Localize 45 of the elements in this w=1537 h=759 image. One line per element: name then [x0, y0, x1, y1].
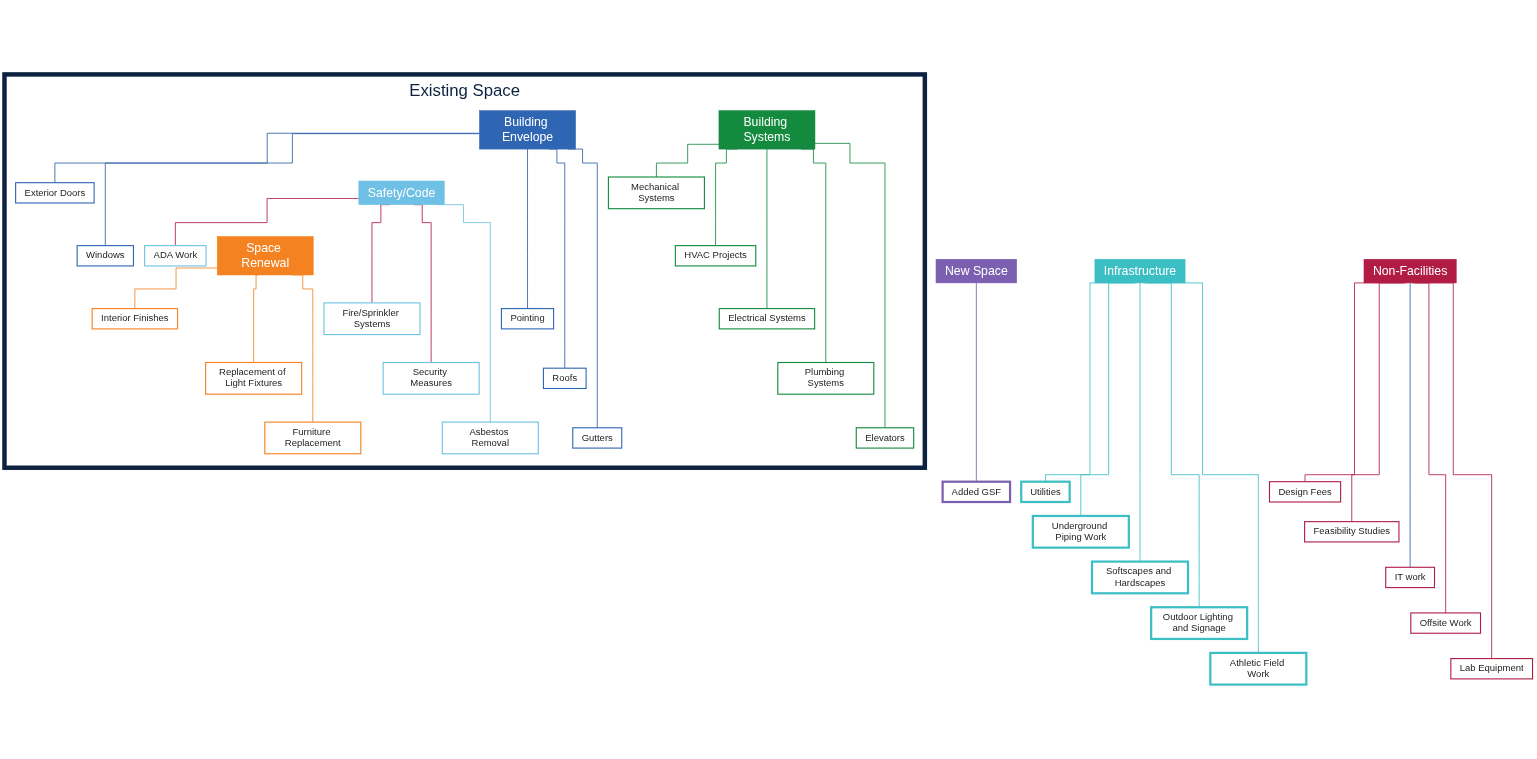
node-box: Design Fees	[1268, 481, 1342, 503]
node-box: Furniture Replacement	[264, 421, 362, 455]
connector	[104, 133, 480, 247]
node-box: Space Renewal	[216, 236, 314, 276]
node-box: Elevators	[855, 427, 915, 449]
node-box: Pointing	[500, 308, 555, 330]
node-box: Plumbing Systems	[777, 361, 875, 395]
node-box: Asbestos Removal	[441, 421, 539, 455]
node-box: Safety/Code	[358, 180, 445, 205]
node-box: Electrical Systems	[718, 308, 816, 330]
node-box: Windows	[76, 245, 135, 267]
node-box: HVAC Projects	[674, 245, 757, 267]
node-box: Roofs	[542, 367, 587, 390]
node-box: Gutters	[572, 427, 623, 449]
node-box: Added GSF	[941, 480, 1012, 504]
connector	[253, 274, 259, 363]
node-box: Fire/Sprinkler Systems	[323, 302, 421, 336]
node-box: Outdoor Lighting and Signage	[1150, 606, 1249, 641]
node-box: Lab Equipment	[1450, 658, 1534, 680]
node-box: Utilities	[1020, 480, 1071, 504]
node-box: Replacement of Light Fixtures	[205, 361, 303, 395]
connector	[134, 267, 218, 309]
node-box: Softscapes and Hardscapes	[1090, 560, 1190, 595]
connector	[814, 142, 886, 429]
node-box: Security Measures	[382, 361, 480, 395]
connector	[1411, 282, 1447, 614]
node-box: Building Systems	[718, 110, 816, 150]
node-box: New Space	[935, 258, 1017, 284]
node-box: Athletic Field Work	[1209, 651, 1308, 686]
node-box: Offsite Work	[1410, 612, 1482, 634]
node-box: Mechanical Systems	[607, 176, 705, 210]
node-box: Interior Finishes	[91, 308, 179, 330]
connector	[174, 198, 360, 247]
node-box: Underground Piping Work	[1031, 514, 1130, 549]
connector	[656, 143, 720, 178]
node-box: Feasibility Studies	[1304, 521, 1400, 543]
node-box: Exterior Doors	[15, 182, 95, 204]
node-box: ADA Work	[144, 245, 207, 267]
node-box: Building Envelope	[479, 110, 576, 150]
connector	[766, 148, 768, 309]
connector	[527, 148, 528, 309]
node-box: IT work	[1385, 566, 1436, 589]
node-box: Non-Facilities	[1363, 258, 1457, 284]
node-box: Infrastructure	[1094, 258, 1186, 284]
connector	[1139, 282, 1141, 562]
